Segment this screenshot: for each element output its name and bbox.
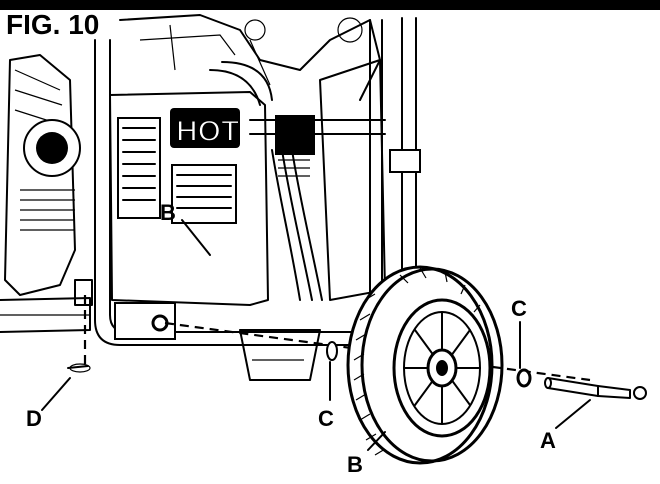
leader-b-lower [367, 431, 386, 451]
callout-d: D [26, 406, 42, 431]
leader-d [41, 377, 71, 411]
generator-body: HOT [0, 14, 421, 381]
washer-left [326, 341, 338, 361]
leader-b-upper [181, 219, 211, 256]
washer-right [516, 368, 532, 388]
support-foot [239, 329, 321, 381]
callout-b-lower: B [347, 452, 363, 477]
callout-c-left: C [318, 406, 334, 431]
handle-bracket [389, 149, 421, 173]
engine-vent-left [20, 119, 81, 231]
axle-pin [544, 377, 647, 400]
top-border [0, 0, 660, 10]
wheel [346, 265, 504, 465]
hot-warning-label: HOT [176, 115, 239, 148]
callout-a: A [540, 428, 556, 453]
hot-warning-panel [170, 108, 240, 148]
callout-b-upper: B [160, 200, 176, 225]
engine-vent-lower [171, 164, 237, 224]
callout-c-right: C [511, 296, 527, 321]
figure-title: FIG. 10 [6, 9, 99, 40]
engine-vent-slots [117, 117, 161, 219]
leader-a [555, 399, 591, 429]
cotter-pin [67, 295, 91, 373]
